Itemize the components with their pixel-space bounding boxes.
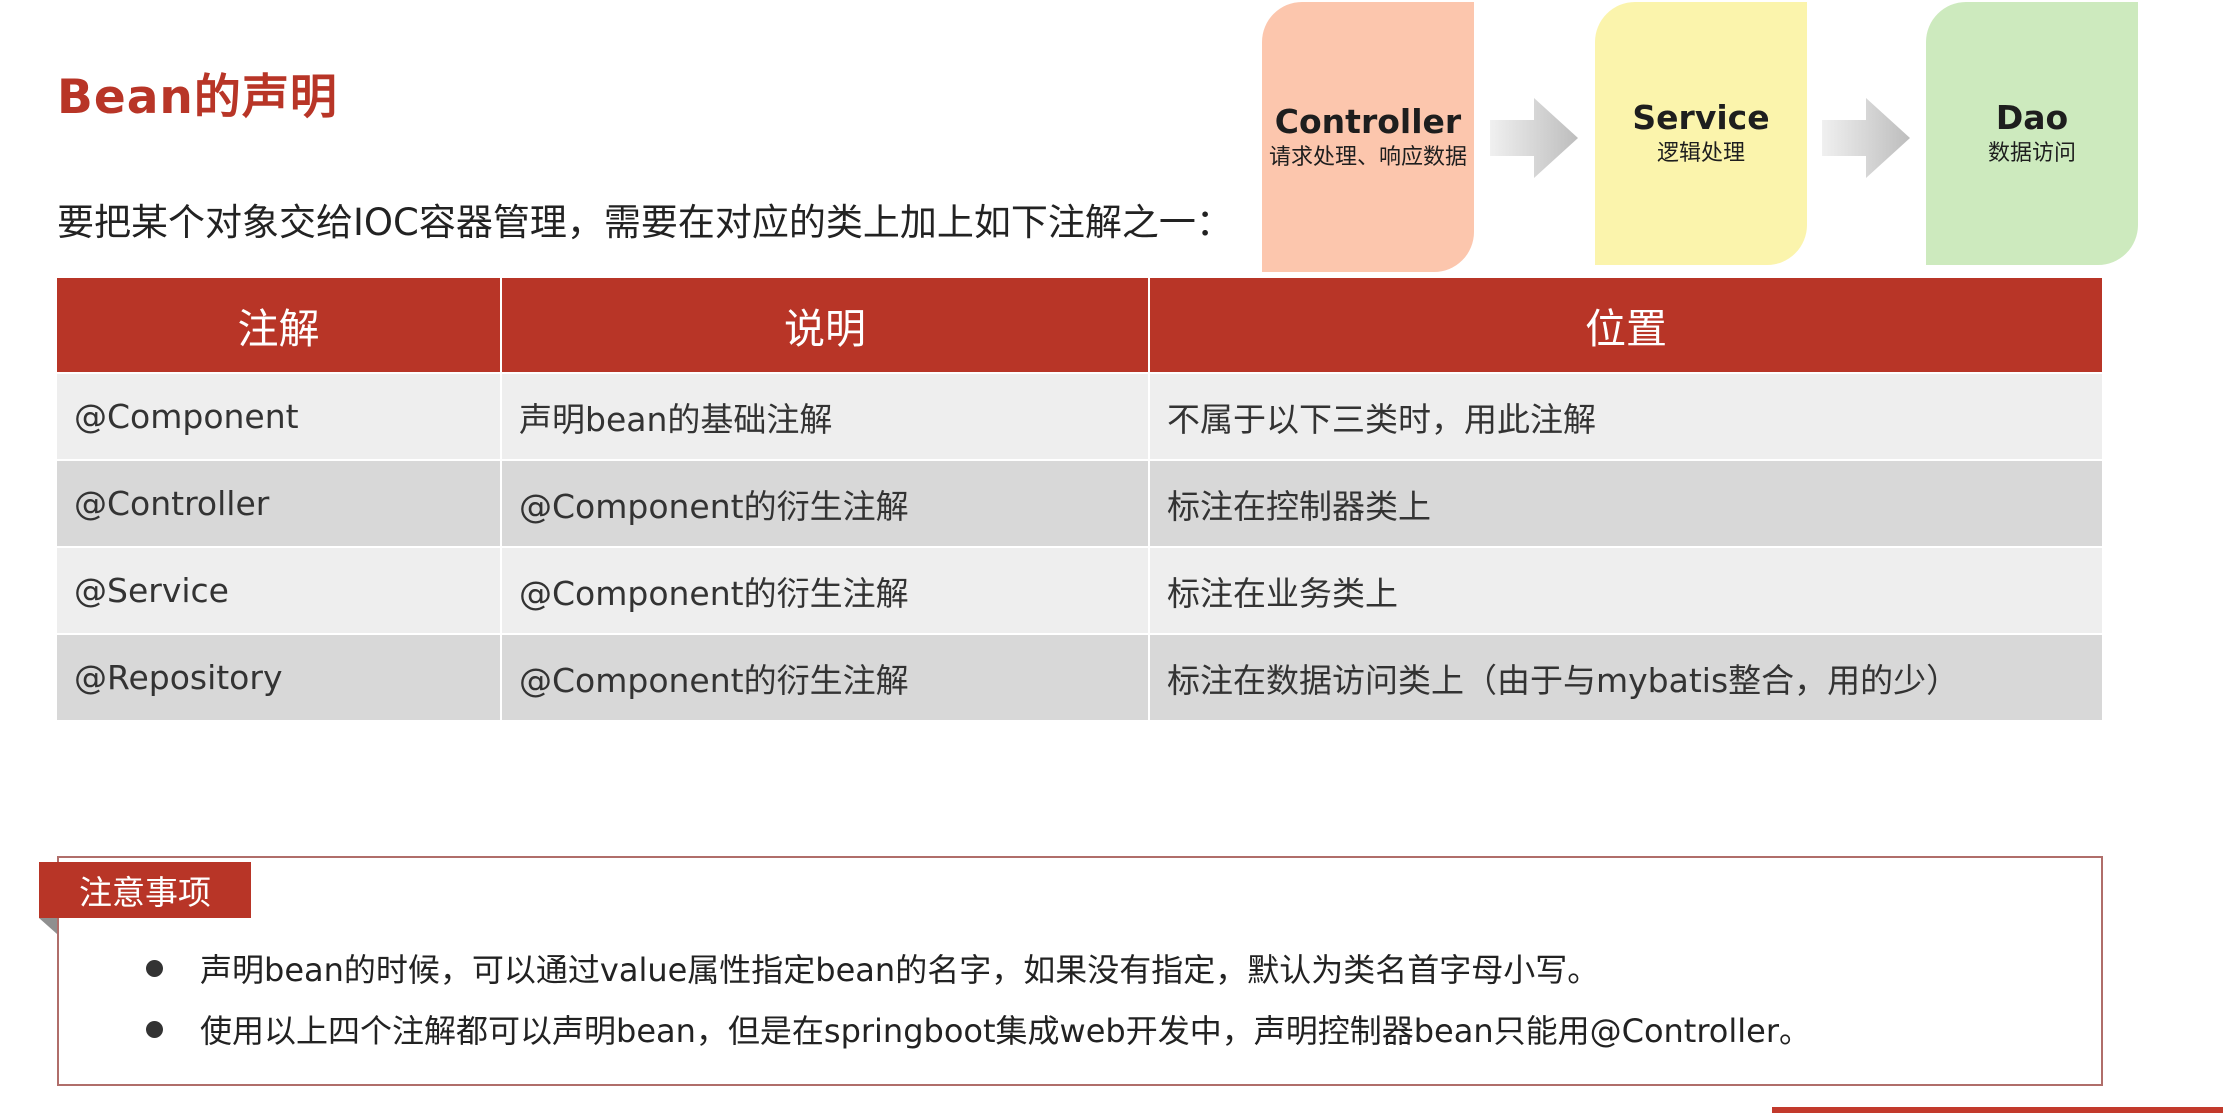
table-row: @Component 声明bean的基础注解 不属于以下三类时，用此注解 <box>57 372 2102 460</box>
table-cell: @Component的衍生注解 <box>500 459 1149 547</box>
notes-tag: 注意事项 <box>39 862 251 918</box>
service-layer-name: Service <box>1632 98 1770 138</box>
table-row: @Controller @Component的衍生注解 标注在控制器类上 <box>57 459 2102 547</box>
note-item: 声明bean的时候，可以通过value属性指定bean的名字，如果没有指定，默认… <box>146 945 1599 991</box>
note-item: 使用以上四个注解都可以声明bean，但是在springboot集成web开发中，… <box>146 1006 1811 1052</box>
notes-panel <box>57 856 2103 1086</box>
intro-text: 要把某个对象交给IOC容器管理，需要在对应的类上加上如下注解之一： <box>57 201 1233 244</box>
bullet-icon <box>146 959 163 977</box>
controller-layer-desc: 请求处理、响应数据 <box>1268 144 1467 170</box>
dao-layer-desc: 数据访问 <box>1987 141 2076 166</box>
flow-arrow-icon <box>1490 98 1578 178</box>
table-cell: @Service <box>57 546 501 634</box>
page-title: Bean的声明 <box>57 70 338 125</box>
header-location: 位置 <box>1148 278 2102 373</box>
service-layer-box: Service 逻辑处理 <box>1595 2 1807 265</box>
table-cell: 不属于以下三类时，用此注解 <box>1148 372 2102 460</box>
note-text: 声明bean的时候，可以通过value属性指定bean的名字，如果没有指定，默认… <box>200 951 1600 989</box>
table-row: @Repository @Component的衍生注解 标注在数据访问类上（由于… <box>57 633 2102 720</box>
table-header-row: 注解 说明 位置 <box>57 278 2102 373</box>
controller-layer-name: Controller <box>1274 101 1462 141</box>
table-cell: @Controller <box>57 459 501 547</box>
flow-arrow-icon <box>1822 98 1910 178</box>
header-annotation: 注解 <box>57 278 501 373</box>
table-row: @Service @Component的衍生注解 标注在业务类上 <box>57 546 2102 634</box>
dao-layer-name: Dao <box>1995 98 2069 138</box>
dao-layer-box: Dao 数据访问 <box>1926 2 2138 265</box>
table-cell: 声明bean的基础注解 <box>500 372 1149 460</box>
controller-layer-box: Controller 请求处理、响应数据 <box>1262 2 1474 272</box>
table-cell: 标注在数据访问类上（由于与mybatis整合，用的少） <box>1148 633 2102 720</box>
notes-tag-fold <box>39 918 57 934</box>
service-layer-desc: 逻辑处理 <box>1656 141 1745 166</box>
table-cell: 标注在控制器类上 <box>1148 459 2102 547</box>
table-cell: 标注在业务类上 <box>1148 546 2102 634</box>
table-cell: @Component <box>57 372 501 460</box>
note-text: 使用以上四个注解都可以声明bean，但是在springboot集成web开发中，… <box>200 1012 1812 1050</box>
bullet-icon <box>146 1020 163 1038</box>
table-cell: @Component的衍生注解 <box>500 546 1149 634</box>
table-cell: @Component的衍生注解 <box>500 633 1149 720</box>
annotation-table: 注解 说明 位置 @Component 声明bean的基础注解 不属于以下三类时… <box>57 278 2102 720</box>
header-description: 说明 <box>500 278 1149 373</box>
bottom-accent-bar <box>1772 1107 2223 1113</box>
table-cell: @Repository <box>57 633 501 720</box>
